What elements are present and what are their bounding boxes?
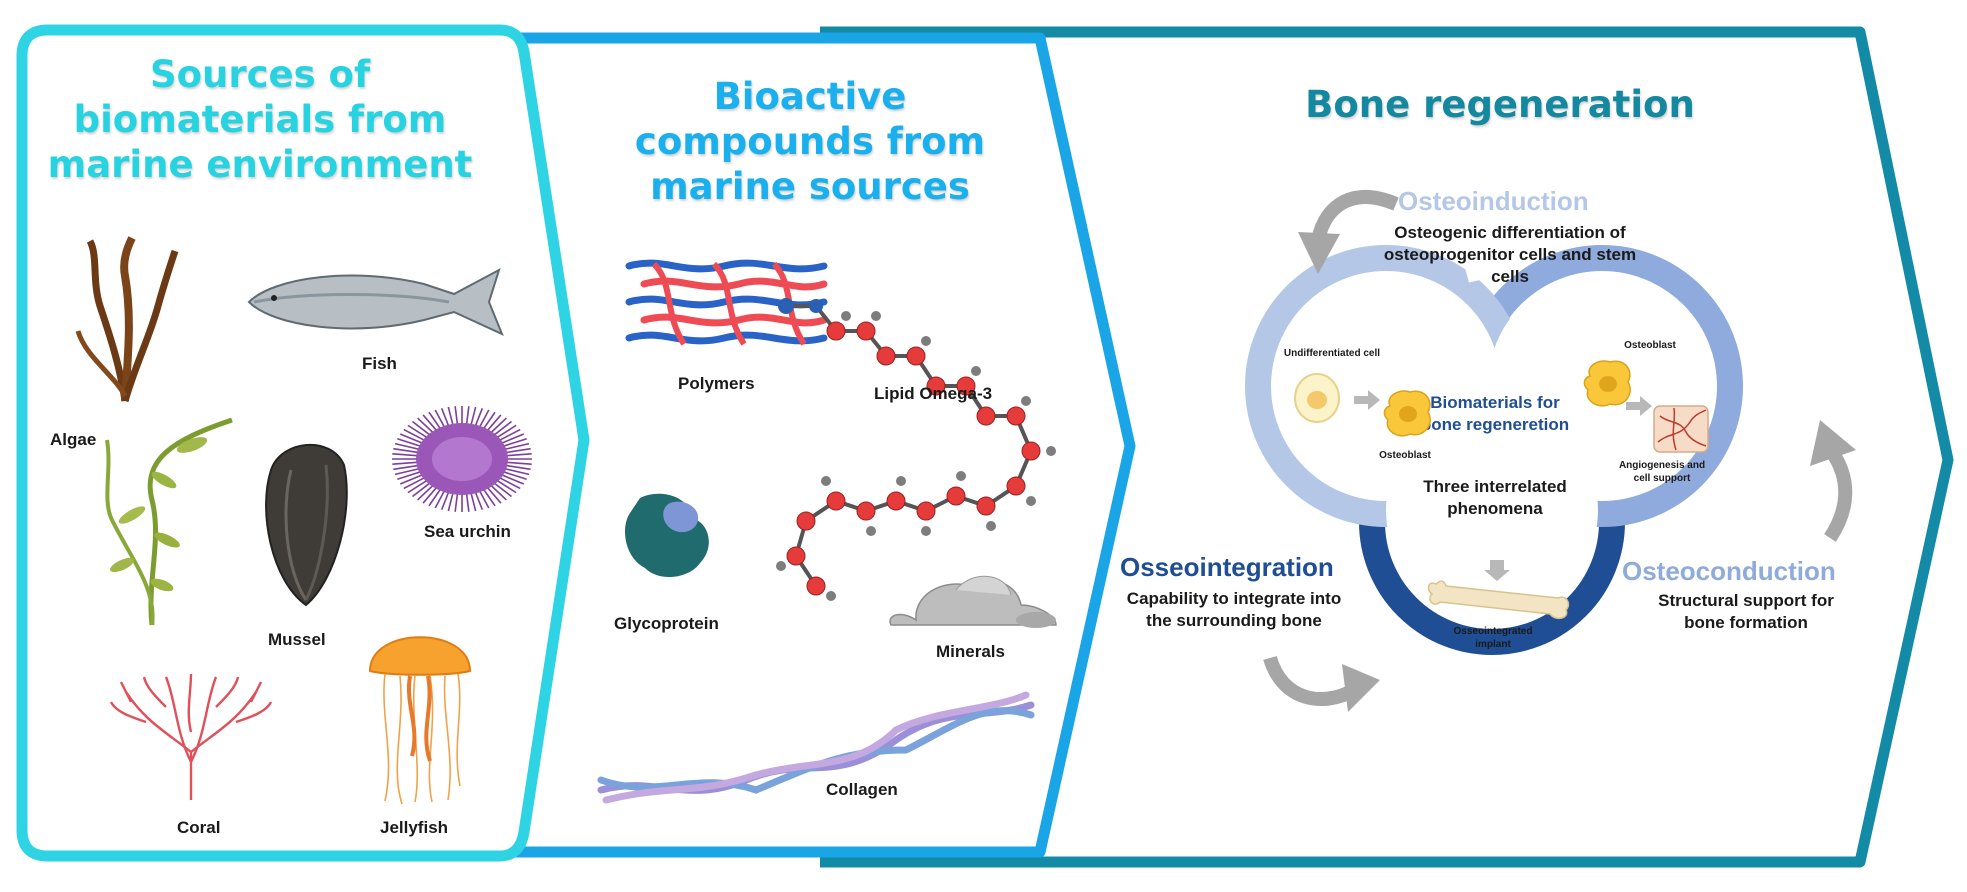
osteoconduction-title: Osteoconduction: [1622, 556, 1836, 586]
label-implant: Osseointegrated implant: [1453, 626, 1533, 650]
label-sea-urchin: Sea urchin: [424, 522, 511, 541]
label-glycoprotein: Glycoprotein: [614, 614, 719, 633]
center-subtitle: Three interrelated phenomena: [1423, 477, 1567, 518]
osseointegration-title: Osseointegration: [1120, 552, 1334, 582]
mussel-icon: [265, 443, 348, 607]
label-osteoblast-left: Osteoblast: [1379, 450, 1431, 461]
minerals-icon: [889, 575, 1057, 628]
glycoprotein-icon: [625, 493, 709, 578]
arrow-osteoconduction-icon: [1810, 420, 1856, 542]
arrow-down-icon: [1484, 560, 1510, 581]
coral-icon: [109, 673, 273, 800]
osseointegration-desc: Capability to integrate into the surroun…: [1126, 589, 1342, 631]
label-undifferentiated-cell: Undifferentiated cell: [1283, 348, 1381, 359]
arrow-osseointegration-icon: [1263, 655, 1380, 712]
label-algae: Algae: [50, 430, 97, 449]
polymers-icon: [625, 259, 828, 346]
jellyfish-icon: [368, 636, 472, 805]
label-mussel: Mussel: [268, 630, 326, 649]
osteoinduction-title: Osteoinduction: [1398, 186, 1589, 216]
arrow-osteoinduction-icon: [1298, 190, 1399, 274]
arrow-small-icon: [1354, 390, 1380, 410]
osteoblast-left-icon: [1383, 390, 1431, 437]
label-lipid-omega-3: Lipid Omega-3: [874, 384, 993, 403]
panel3-title: Bone regeneration: [1305, 83, 1695, 126]
label-osteoblast-right: Osteoblast: [1624, 340, 1676, 351]
arrow-small-2-icon: [1626, 396, 1652, 416]
sea-urchin-icon: [392, 406, 532, 512]
label-polymers: Polymers: [678, 374, 755, 393]
panel1-title: Sources of biomaterials from marine envi…: [47, 53, 473, 187]
panel2-title: Bioactive compounds from marine sources: [634, 75, 986, 209]
label-minerals: Minerals: [936, 642, 1005, 661]
undifferentiated-cell-icon: [1294, 373, 1340, 423]
algae-icon: [75, 236, 179, 402]
osteoinduction-desc: Osteogenic differentiation of osteoproge…: [1383, 223, 1637, 287]
lipid-omega-3-icon: [776, 298, 1056, 601]
label-collagen: Collagen: [826, 780, 898, 799]
label-coral: Coral: [177, 818, 221, 837]
center-title: Biomaterials for bone regeneretion: [1420, 393, 1570, 434]
label-jellyfish: Jellyfish: [380, 818, 449, 837]
seaweed-icon: [105, 417, 233, 626]
angiogenesis-scaffold-icon: [1653, 405, 1709, 453]
osteoblast-right-icon: [1583, 360, 1631, 407]
label-angiogenesis: Angiogenesis and cell support: [1618, 460, 1706, 484]
osteoconduction-desc: Structural support for bone formation: [1658, 591, 1834, 633]
fish-icon: [247, 267, 504, 336]
implant-bone-icon: [1427, 580, 1570, 620]
label-fish: Fish: [362, 354, 397, 373]
collagen-icon: [597, 691, 1035, 804]
panel2-frame: [460, 32, 1136, 858]
